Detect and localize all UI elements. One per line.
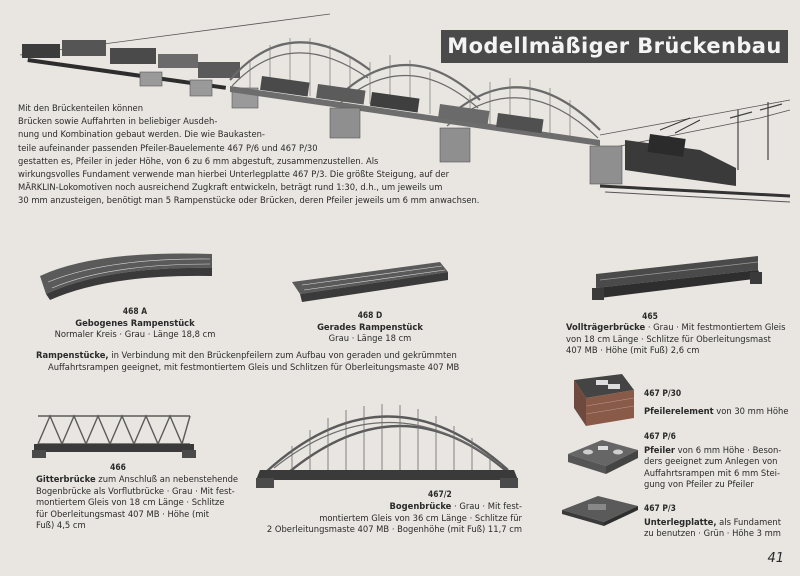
rampen-lead: Rampenstücke,	[36, 350, 109, 360]
item-p3-line: als Fundament	[716, 516, 781, 527]
item-468a-number: 468 A	[122, 306, 148, 316]
lattice-bridge-illustration	[32, 414, 196, 458]
item-466-line: Bogenbrücke als Vorflutbrücke · Grau · M…	[36, 485, 235, 496]
item-p6-name: Pfeiler	[644, 444, 676, 455]
item-4672-name: Bogenbrücke	[389, 501, 452, 511]
item-466-number: 466	[110, 462, 126, 472]
intro-line: gestatten es, Pfeiler in jeder Höhe, von…	[18, 155, 379, 166]
item-4672-line: montiertem Gleis von 36 cm Länge · Schli…	[319, 512, 522, 523]
item-468d-caption: 468 D Gerades Rampenstück Grau · Länge 1…	[290, 310, 450, 345]
item-p3-caption: 467 P/3 Unterlegplatte, als Fundament zu…	[644, 503, 794, 540]
item-468d-name: Gerades Rampenstück	[317, 321, 423, 332]
item-4672-number: 467/2	[428, 489, 452, 499]
item-466-line: montiertem Gleis von 18 cm Länge · Schli…	[36, 497, 225, 507]
item-p6-line: ders geeignet zum Anlegen von	[644, 456, 778, 466]
item-466-line: zum Anschluß an nebenstehende	[95, 474, 239, 484]
pillar-30mm-illustration	[574, 374, 635, 426]
intro-line: MÄRKLIN-Lokomotiven noch ausreichend Zug…	[18, 182, 443, 193]
item-468a-desc: Normaler Kreis · Grau · Länge 18,8 cm	[54, 329, 216, 339]
item-465-line: von 18 cm Länge · Schlitze für Oberleitu…	[566, 333, 771, 344]
straight-ramp-illustration	[292, 262, 448, 302]
item-4672-line: 2 Oberleitungsmaste 407 MB · Bogenhöhe (…	[266, 524, 522, 534]
item-465-line: · Grau · Mit festmontiertem Gleis	[645, 322, 786, 332]
intro-line: 30 mm anzusteigen, benötigt man 5 Rampen…	[18, 195, 480, 206]
intro-paragraph: Mit den Brückenteilen können Brücken sow…	[18, 102, 498, 208]
item-p30-caption: 467 P/30 Pfeilerelement von 30 mm Höhe	[644, 388, 794, 417]
intro-line: teile aufeinander passenden Pfeiler-Baue…	[18, 142, 318, 153]
item-p3-line: zu benutzen · Grün · Höhe 3 mm	[644, 528, 781, 538]
item-465-number: 465	[642, 311, 658, 321]
item-p3-number: 467 P/3	[644, 503, 676, 513]
rampen-line: in Verbindung mit den Brückenpfeilern zu…	[108, 350, 457, 360]
hero-bridge-illustration	[19, 13, 791, 203]
page-number: 41	[767, 551, 784, 566]
rampen-paragraph: Rampenstücke, in Verbindung mit den Brüc…	[36, 350, 476, 373]
item-468a-caption: 468 A Gebogenes Rampenstück Normaler Kre…	[40, 306, 230, 341]
item-p6-caption: 467 P/6 Pfeiler von 6 mm Höhe · Beson- d…	[644, 431, 794, 491]
intro-line: Mit den Brückenteilen können	[18, 103, 144, 113]
pillar-6mm-illustration	[568, 440, 638, 474]
item-466-line: für Oberleitungsmast 407 MB · Höhe (mit	[36, 508, 210, 519]
item-p30-number: 467 P/30	[644, 388, 682, 398]
item-466-line: Fuß) 4,5 cm	[36, 520, 86, 530]
item-p30-name: Pfeilerelement	[644, 405, 714, 416]
item-p6-number: 467 P/6	[644, 431, 676, 441]
item-468d-desc: Grau · Länge 18 cm	[328, 333, 412, 343]
rampen-line: Auffahrtsrampen geeignet, mit festmontie…	[48, 361, 460, 372]
item-468d-number: 468 D	[357, 310, 383, 320]
item-p6-line: gung von Pfeiler zu Pfeiler	[644, 479, 754, 489]
plate-girder-bridge-illustration	[592, 256, 762, 300]
item-p6-line: Auffahrtsrampen mit 6 mm Stei-	[644, 467, 781, 478]
item-p6-line: von 6 mm Höhe · Beson-	[675, 444, 782, 455]
arch-bridge-illustration	[256, 404, 518, 488]
item-465-name: Vollträgerbrücke	[566, 322, 646, 332]
page-title: Modellmäßiger Brückenbau	[441, 30, 788, 63]
base-plate-illustration	[562, 496, 638, 526]
intro-line: wirkungsvolles Fundament verwende man hi…	[18, 169, 450, 180]
item-466-caption: Gitterbrücke zum Anschluß an nebenstehen…	[36, 474, 246, 532]
intro-line: Brücken sowie Auffahrten in beliebiger A…	[18, 116, 218, 127]
item-468a-name: Gebogenes Rampenstück	[75, 317, 195, 328]
item-465-line: 407 MB · Höhe (mit Fuß) 2,6 cm	[566, 345, 700, 355]
intro-line: nung und Kombination gebaut werden. Die …	[18, 129, 265, 140]
item-466-name: Gitterbrücke	[36, 474, 96, 484]
item-4672-line: · Grau · Mit fest-	[451, 501, 522, 511]
item-p30-desc: von 30 mm Höhe	[713, 405, 789, 416]
item-4672-caption: Bogenbrücke · Grau · Mit fest- montierte…	[250, 501, 522, 536]
item-p3-name: Unterlegplatte,	[644, 516, 717, 527]
curved-ramp-illustration	[40, 253, 212, 300]
item-465-caption: Vollträgerbrücke · Grau · Mit festmontie…	[566, 322, 792, 357]
